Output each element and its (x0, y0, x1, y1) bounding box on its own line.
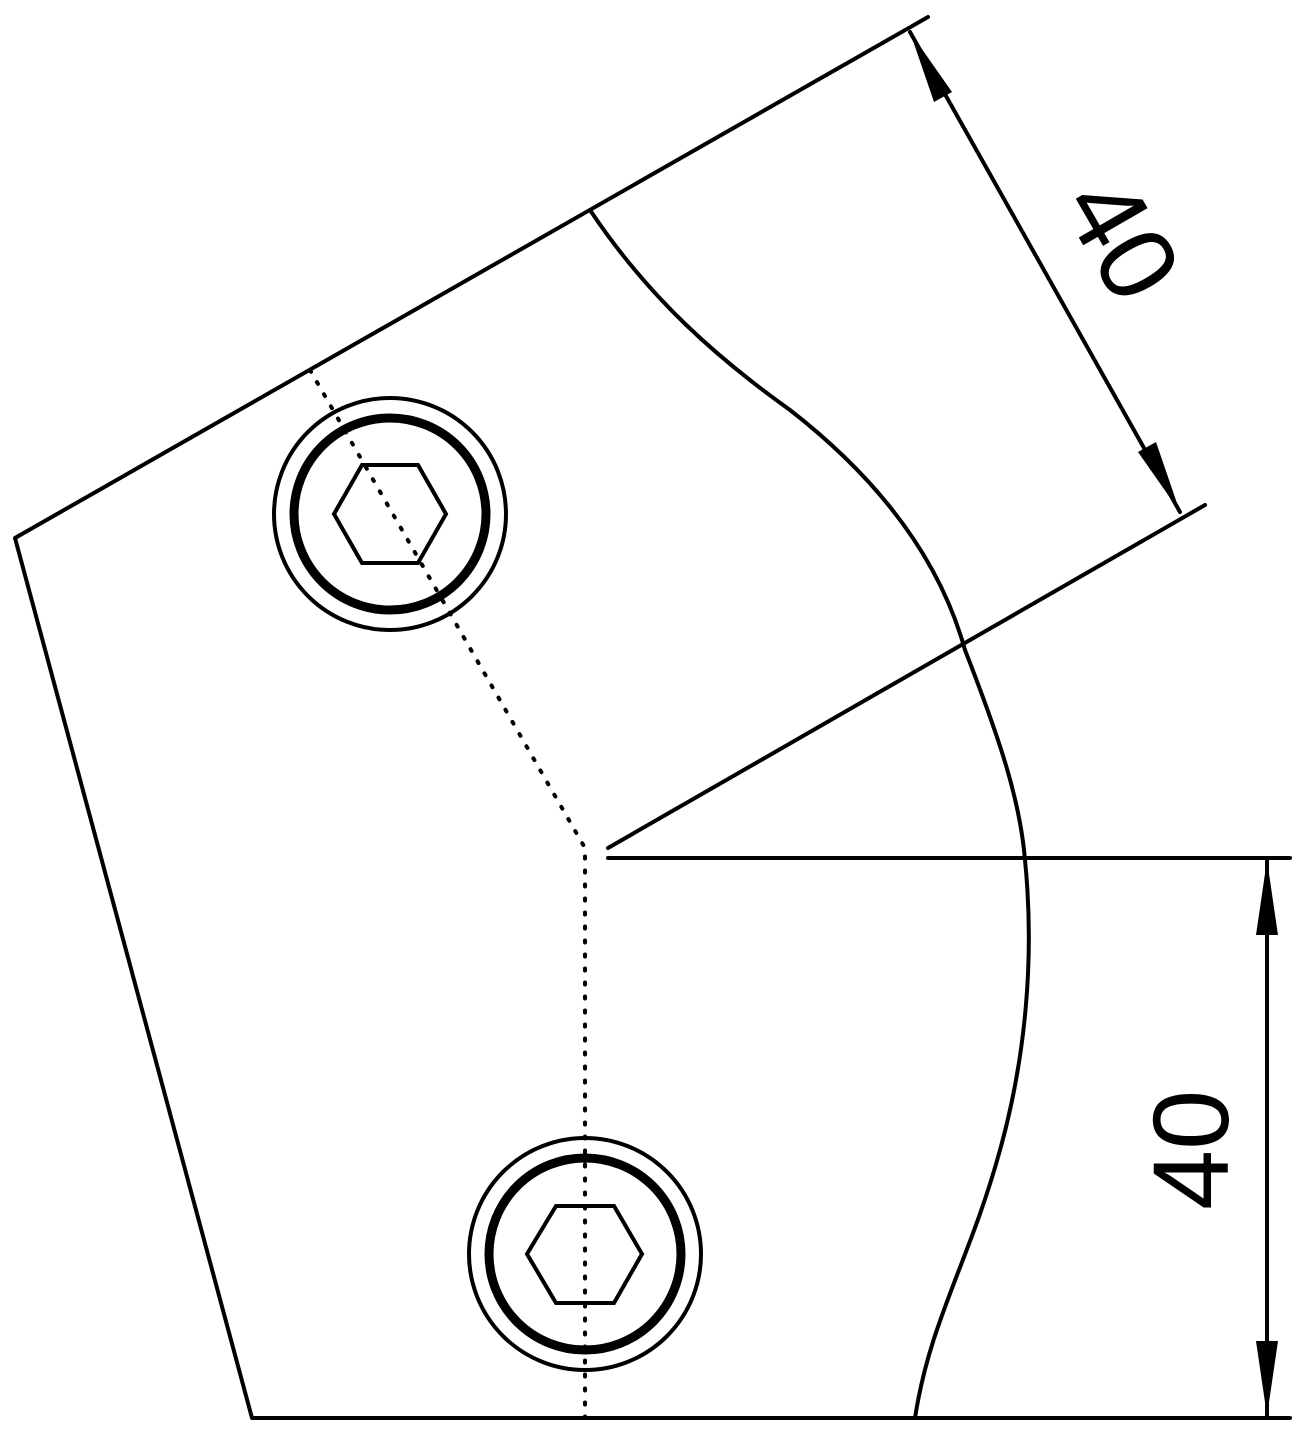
angled-dimension-label: 40 (1040, 156, 1205, 321)
vertical-dimension-label: 40 (1130, 1090, 1251, 1210)
fitting-outline (13, 15, 1292, 1420)
lower-set-screw-icon (467, 1136, 703, 1372)
fitting-curved-edge (588, 208, 1031, 1420)
angled-extension-line (606, 503, 1207, 850)
arrowhead-icon (1256, 1341, 1278, 1416)
arrowhead-icon (910, 32, 952, 102)
angled-dimension-line (908, 30, 1182, 514)
arrowhead-icon (1256, 860, 1278, 935)
upper-set-screw-icon (272, 396, 508, 632)
centerline (308, 368, 587, 1420)
arrowhead-icon (1138, 442, 1180, 512)
